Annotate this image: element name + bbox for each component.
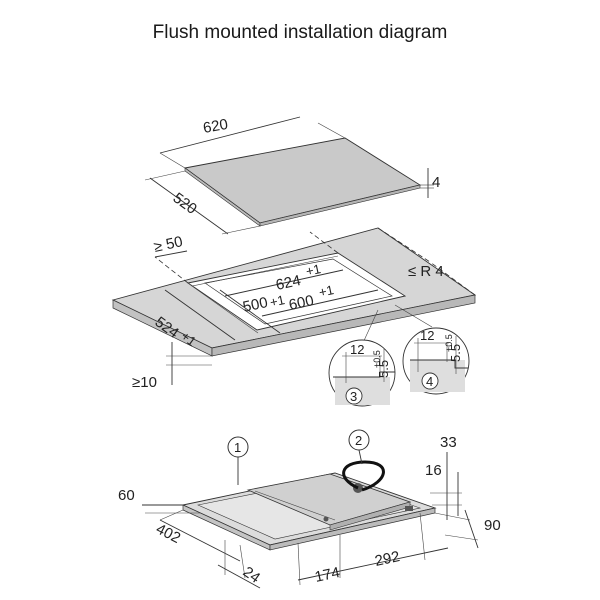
detail-3: 3 12 5.5 +0.5 xyxy=(328,339,396,407)
bottom-dimensions: 60 402 24 174 292 90 33 16 xyxy=(118,434,501,589)
detail-3-depth: 5.5 xyxy=(376,360,391,378)
dim-min-thickness: ≥10 xyxy=(132,374,157,391)
detail-4-width: 12 xyxy=(420,328,434,343)
dim-624: 624 xyxy=(274,272,302,294)
dim-min-edge: ≥ 50 xyxy=(152,233,184,256)
dim-500: 500 xyxy=(241,294,269,316)
page-title: Flush mounted installation diagram xyxy=(152,22,448,43)
cable-loop xyxy=(342,460,385,492)
detail-4-depth: 5.5 xyxy=(448,344,463,362)
dim-620: 620 xyxy=(202,116,230,137)
detail-3-width: 12 xyxy=(350,342,364,357)
dim-line-520 xyxy=(149,177,229,235)
svg-text:2: 2 xyxy=(355,433,362,448)
dim-520: 520 xyxy=(170,189,200,217)
dim-402: 402 xyxy=(153,520,183,547)
dim-33: 33 xyxy=(440,434,457,451)
dim-line-620 xyxy=(159,116,301,154)
dim-624-tol: +1 xyxy=(305,261,323,279)
dim-line-624 xyxy=(224,269,344,297)
callout-2: 2 xyxy=(348,429,370,465)
dim-radius: ≤ R 4 xyxy=(408,263,444,280)
dim-line-524 xyxy=(164,289,236,341)
dim-600-tol: +1 xyxy=(318,282,336,300)
detail-3-number: 3 xyxy=(350,389,357,404)
detail-4-number: 4 xyxy=(426,374,433,389)
dim-90: 90 xyxy=(484,517,501,534)
dim-600: 600 xyxy=(287,292,315,314)
dim-4: 4 xyxy=(432,174,440,191)
detail-4: 4 12 5.5 +0.5 xyxy=(402,327,470,395)
dim-524-tol: +1 xyxy=(178,328,199,349)
svg-text:1: 1 xyxy=(234,440,241,455)
callout-1: 1 xyxy=(227,436,249,485)
dim-500-tol: +1 xyxy=(269,292,287,310)
detail-3-tol: +0.5 xyxy=(372,350,382,368)
dim-24: 24 xyxy=(240,563,263,586)
dim-60: 60 xyxy=(118,487,135,504)
hob-unit xyxy=(181,472,437,551)
dim-174: 174 xyxy=(313,564,341,586)
hob-panel: 620 520 4 xyxy=(144,116,440,235)
dim-line-600 xyxy=(261,289,379,317)
dim-16: 16 xyxy=(425,462,442,479)
dim-292: 292 xyxy=(373,548,401,570)
dim-line-500 xyxy=(219,289,281,334)
detail-4-tol: +0.5 xyxy=(444,334,454,352)
